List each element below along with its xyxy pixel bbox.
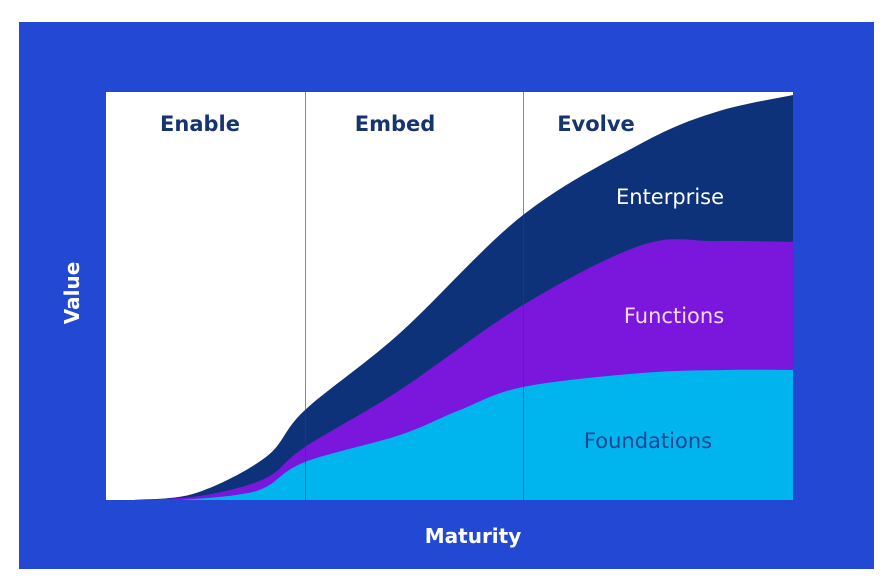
frame-background: Value Enable Embed Evolve Enterprise Fun… (19, 22, 874, 569)
y-axis-label: Value (60, 261, 84, 325)
x-axis-label: Maturity (424, 524, 522, 548)
stacked-area-chart (134, 92, 793, 500)
area-foundations (181, 369, 793, 500)
phase-label-enable: Enable (160, 112, 240, 136)
phase-label-embed: Embed (354, 112, 436, 136)
phase-label-evolve: Evolve (557, 112, 635, 136)
series-label-enterprise: Enterprise (615, 185, 725, 209)
chart-plot-area: Enable Embed Evolve Enterprise Functions… (106, 92, 793, 500)
series-label-foundations: Foundations (583, 429, 713, 453)
series-label-functions: Functions (623, 304, 725, 328)
